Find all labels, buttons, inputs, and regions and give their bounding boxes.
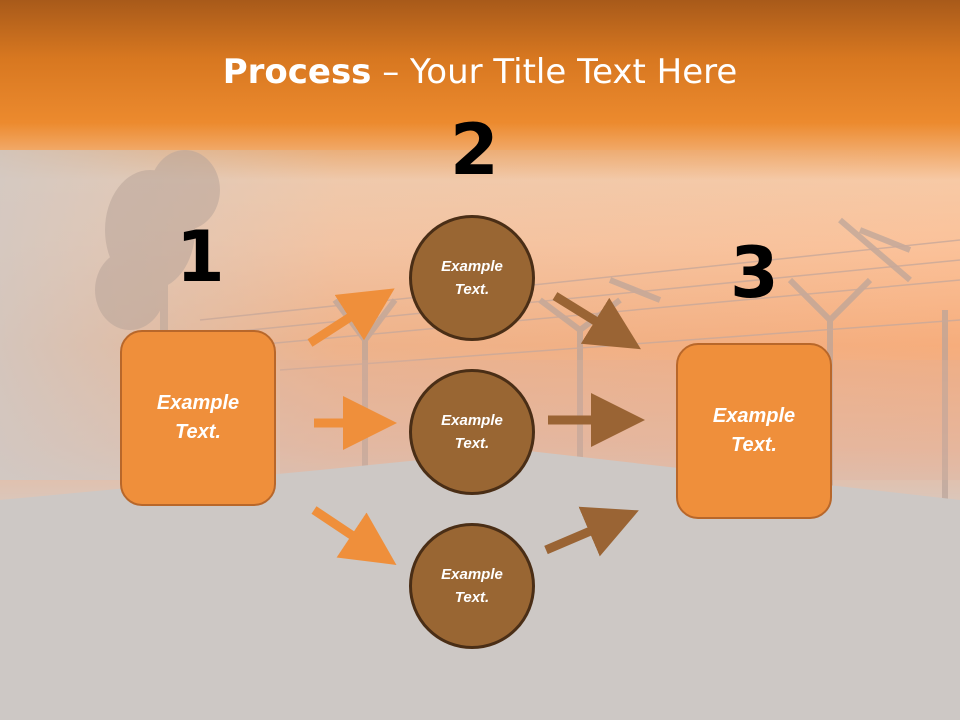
circle-top: Example Text. bbox=[409, 215, 535, 341]
arrow-bottom-to-right bbox=[544, 506, 639, 557]
step-number-2: 2 bbox=[450, 109, 499, 191]
arrow-top-to-right bbox=[552, 292, 641, 350]
step-number-1: 1 bbox=[176, 216, 225, 298]
circle-bottom: Example Text. bbox=[409, 523, 535, 649]
circle-middle: Example Text. bbox=[409, 369, 535, 495]
title-bold: Process bbox=[222, 52, 372, 92]
circle-middle-label: Example Text. bbox=[441, 412, 503, 452]
arrow-left-to-top bbox=[307, 288, 395, 347]
left-process-box: Example Text. bbox=[120, 330, 276, 506]
left-box-label: Example Text. bbox=[156, 392, 240, 443]
step-number-3: 3 bbox=[730, 232, 779, 314]
circle-top-label: Example Text. bbox=[441, 258, 503, 298]
title-rest: – Your Title Text Here bbox=[371, 52, 738, 92]
right-box-label: Example Text. bbox=[712, 405, 796, 456]
slide-title: Process – Your Title Text Here bbox=[0, 52, 960, 92]
circle-bottom-label: Example Text. bbox=[441, 566, 503, 606]
right-process-box: Example Text. bbox=[676, 343, 832, 519]
arrow-left-to-bottom bbox=[311, 506, 397, 565]
